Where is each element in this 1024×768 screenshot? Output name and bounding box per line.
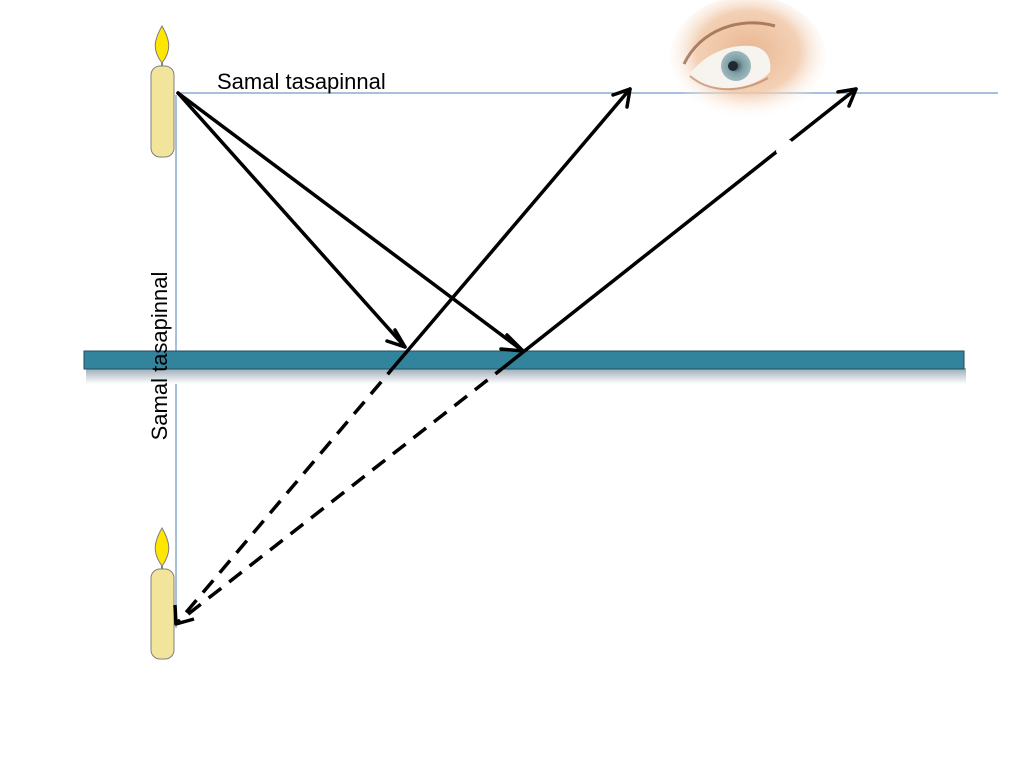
- reflected-ray-1: [396, 87, 632, 364]
- candle-flame: [154, 24, 170, 64]
- arrowhead: [385, 328, 407, 349]
- vertical-plane-label: Samal tasapinnal: [147, 271, 172, 441]
- candle-body: [150, 65, 175, 158]
- virtual-rays: [176, 360, 510, 624]
- arrowhead: [836, 87, 858, 108]
- incident-rays: [176, 91, 525, 353]
- virtual-ray-2: [176, 362, 510, 624]
- virtual-ray-1: [176, 360, 400, 624]
- incident-ray-1: [176, 91, 407, 349]
- reflected-ray-2: [506, 87, 858, 366]
- real-candle: [150, 24, 175, 158]
- incident-ray-2: [176, 91, 525, 353]
- reflected-rays: [396, 87, 858, 366]
- virtual-candle: [150, 526, 175, 660]
- virtual-arrowhead: [173, 604, 195, 626]
- candle-flame: [154, 526, 170, 567]
- arrowhead: [611, 87, 632, 109]
- candle-body: [150, 568, 175, 660]
- eye-icon: [670, 0, 826, 120]
- mirror: [83, 350, 966, 384]
- horizontal-plane-label: Samal tasapinnal: [217, 69, 386, 94]
